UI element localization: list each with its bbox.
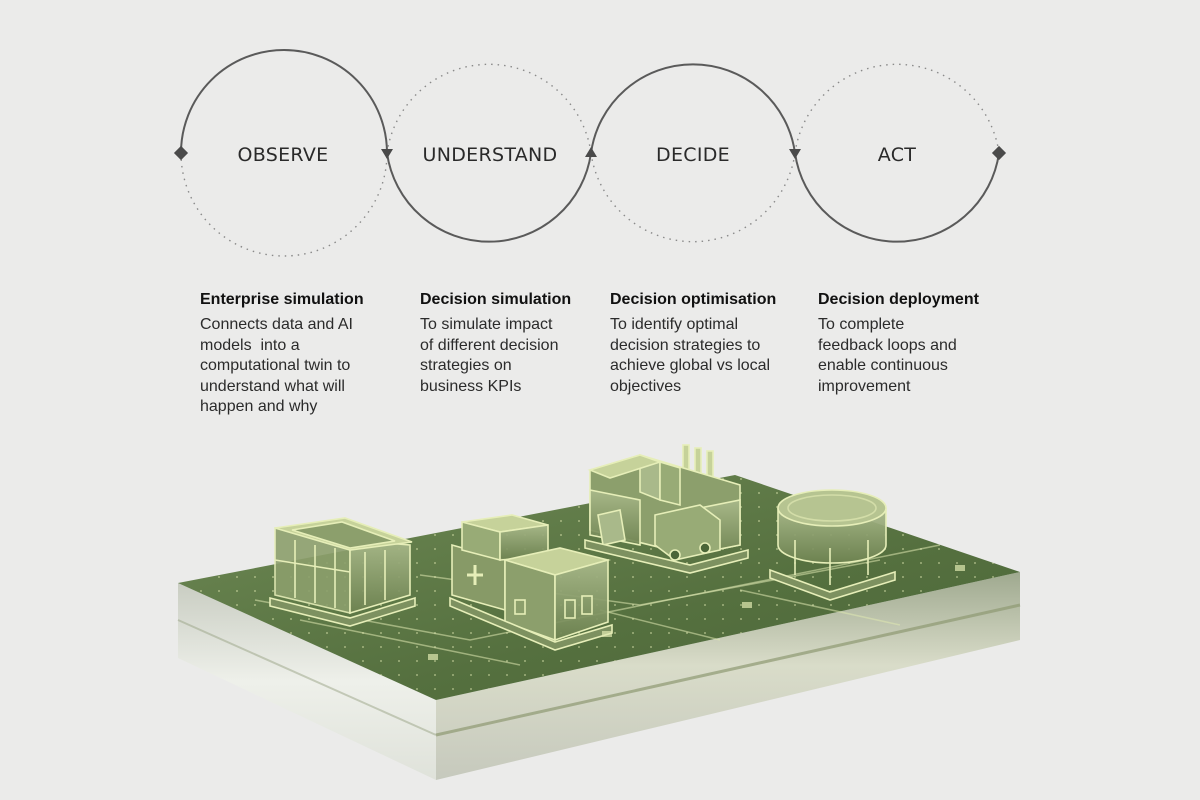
stage-title: Decision deployment [818, 291, 979, 308]
board-side-left [178, 583, 436, 780]
observe-arc-solid [180, 49, 388, 154]
stage-description-observe: Enterprise simulation Connects data and … [200, 291, 390, 418]
stage-description-understand: Decision simulation To simulate impact o… [420, 291, 610, 397]
stage-text: To complete feedback loops and enable co… [818, 316, 957, 395]
start-diamond-marker [173, 145, 189, 161]
understand-arc-solid [386, 152, 592, 243]
arrow-down-icon [789, 149, 801, 159]
arrow-down-icon [381, 149, 393, 159]
hospital-building-icon [449, 514, 613, 651]
decide-arc-solid [590, 63, 796, 154]
stage-title: Enterprise simulation [200, 291, 364, 308]
stage-label-understand: UNDERSTAND [423, 144, 558, 166]
stage-label-decide: DECIDE [656, 144, 730, 166]
stage-title: Decision optimisation [610, 291, 777, 308]
factory-building-icon [584, 444, 749, 574]
board-marker-pads [428, 565, 965, 660]
board-edge-line [435, 603, 1021, 737]
board-edge-line [177, 619, 437, 736]
end-diamond-marker [991, 145, 1007, 161]
stage-label-observe: OBSERVE [238, 144, 329, 166]
board-side-right [436, 572, 1020, 780]
stage-text: To identify optimal decision strategies … [610, 316, 771, 395]
stage-text: To simulate impact of different decision… [420, 316, 559, 395]
stage-title: Decision simulation [420, 291, 572, 308]
act-arc-solid [794, 152, 1000, 243]
stage-text: Connects data and AI models into a compu… [200, 316, 353, 415]
office-building-icon [269, 517, 416, 627]
stage-description-act: Decision deployment To complete feedback… [818, 291, 1008, 397]
stage-description-decide: Decision optimisation To identify optima… [610, 291, 800, 397]
decision-cycle-diagram: OBSERVE UNDERSTAND DECIDE ACT [173, 49, 1007, 257]
storage-tank-icon [769, 489, 896, 601]
arrow-up-icon [585, 147, 597, 157]
stage-label-act: ACT [878, 144, 917, 166]
